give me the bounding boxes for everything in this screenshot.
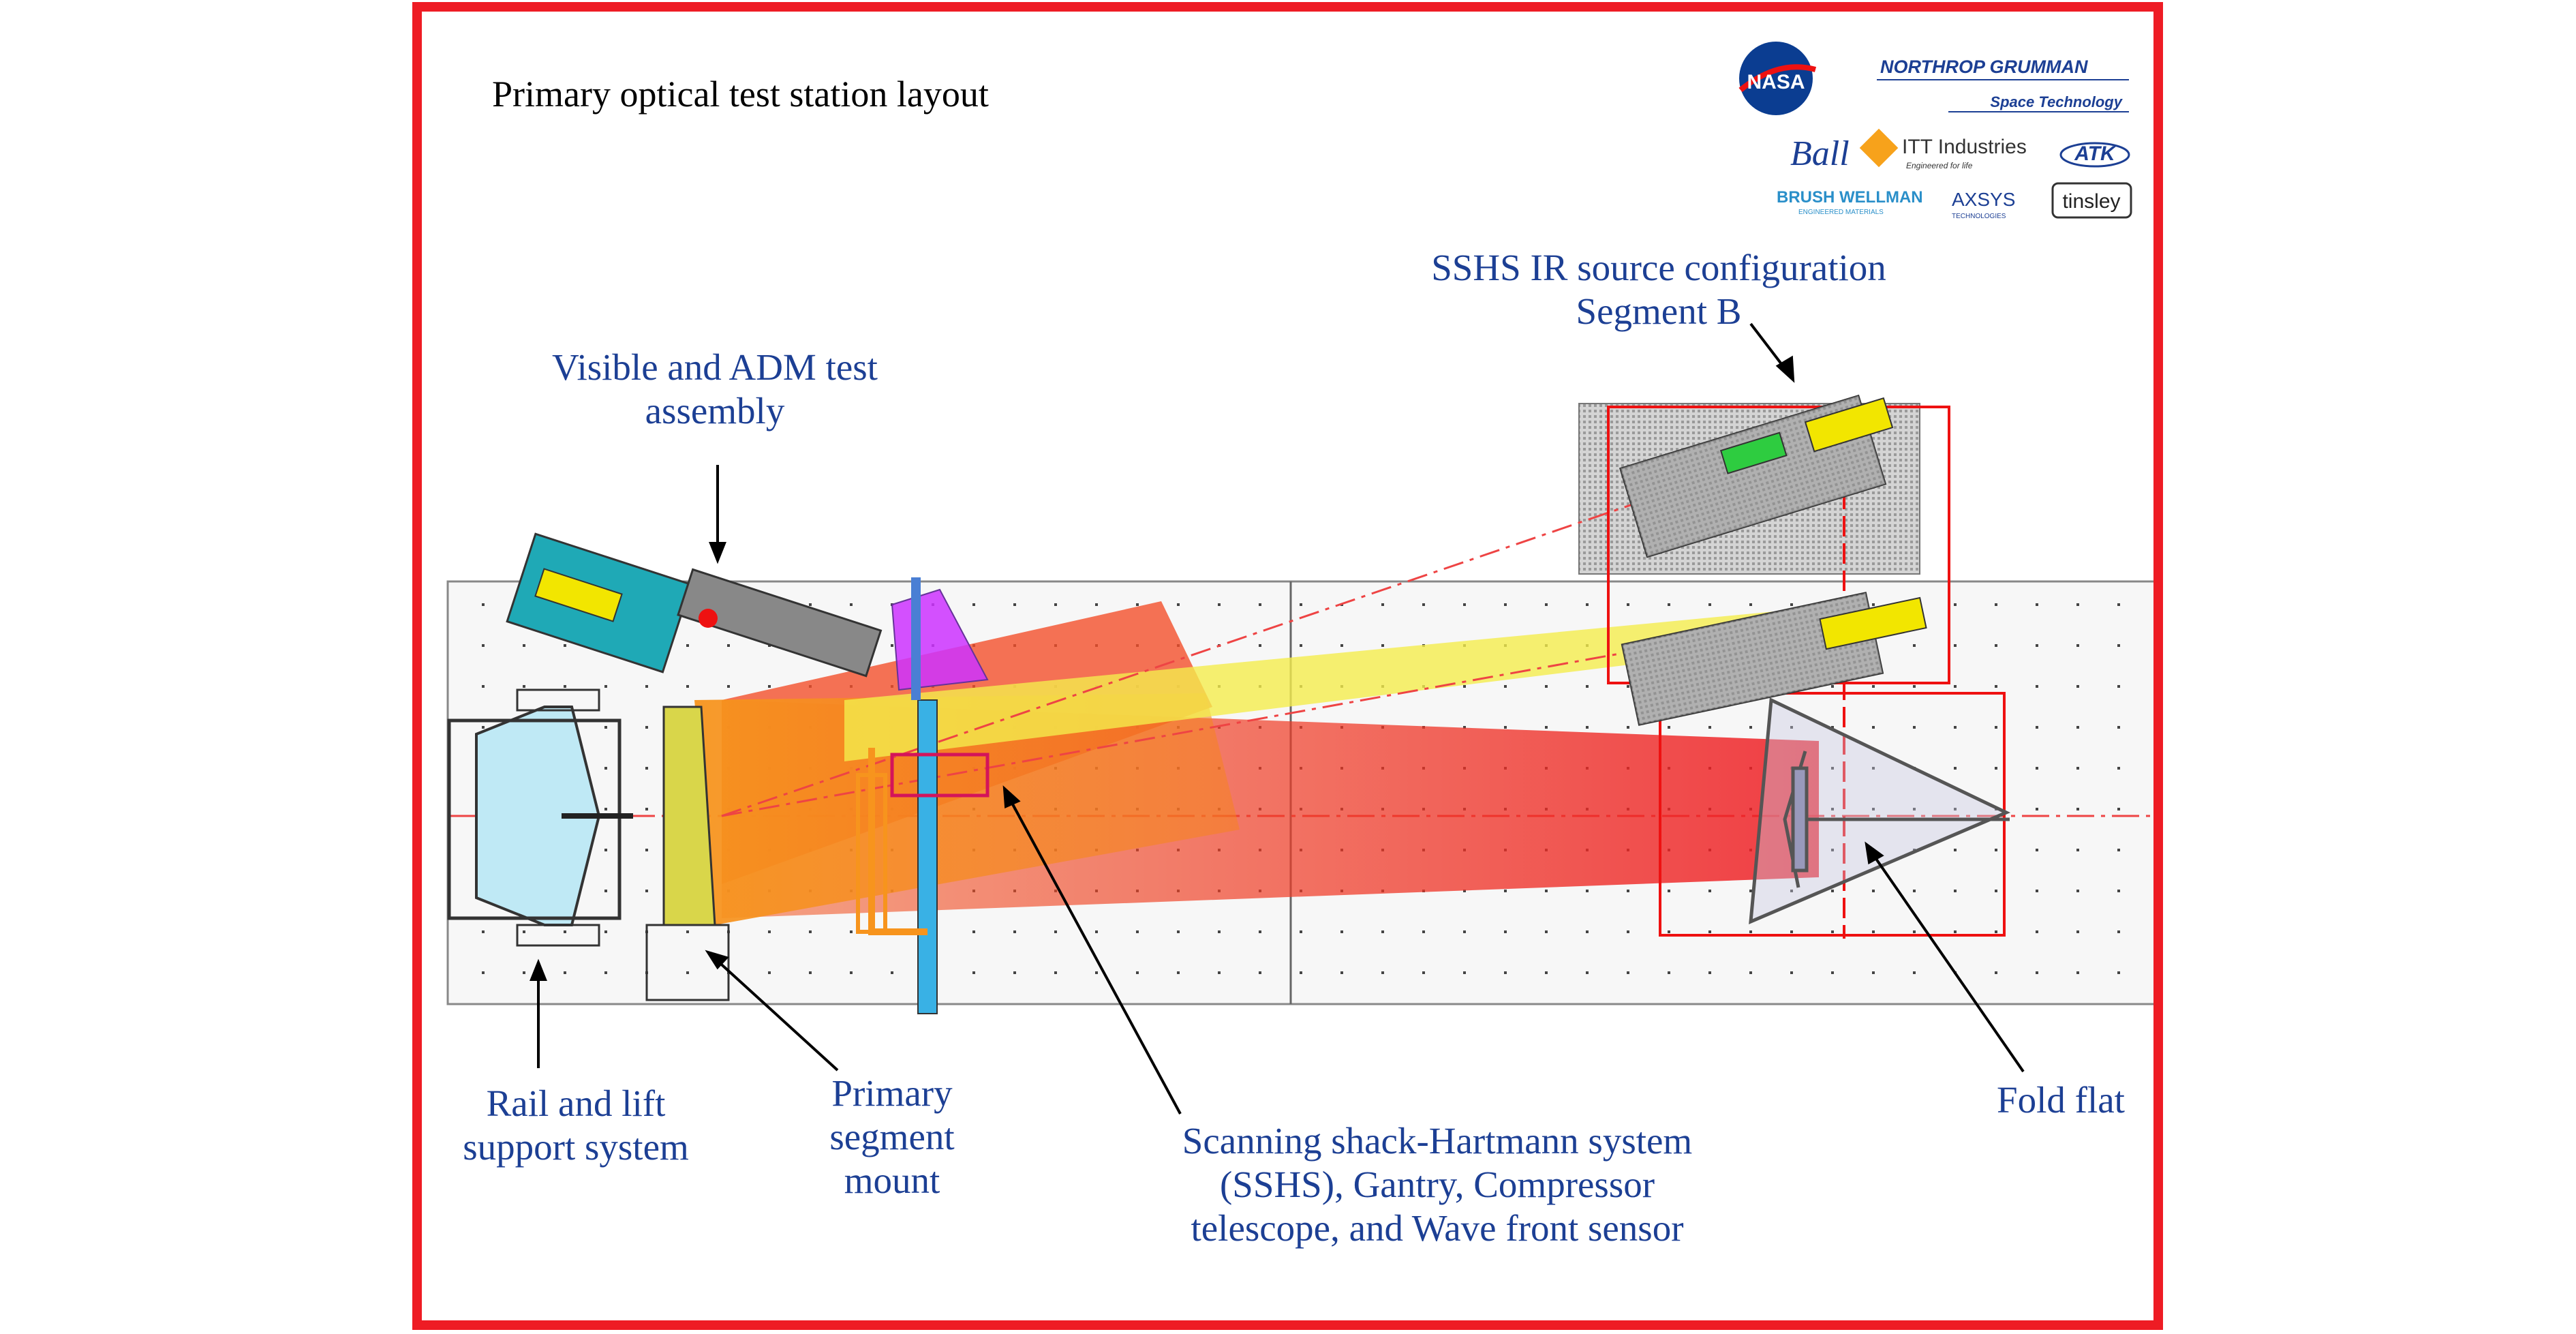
svg-text:NASA: NASA	[1747, 71, 1805, 93]
nasa-logo	[1739, 42, 1813, 115]
northrop-logo: NORTHROP GRUMMAN	[1880, 57, 2088, 77]
ball-logo: Ball	[1790, 134, 1850, 173]
compressor-telescope	[891, 577, 989, 700]
svg-text:tinsley: tinsley	[2062, 190, 2120, 213]
svg-text:ENGINEERED MATERIALS: ENGINEERED MATERIALS	[1798, 209, 1884, 216]
light-beams	[694, 453, 1819, 925]
slide-frame: NASA NORTHROP GRUMMAN Space Technology B…	[412, 2, 2163, 1330]
label-fold-flat: Fold flat	[1997, 1079, 2125, 1121]
tinsley-logo	[2051, 182, 2132, 219]
arrow-sshs	[1007, 795, 1182, 1115]
arrow-fold-flat	[1869, 849, 2025, 1073]
fold-flat-assembly	[1749, 697, 2011, 924]
partner-logos: NASA NORTHROP GRUMMAN Space Technology B…	[1738, 42, 2132, 220]
label-primary-mount: Primary segment mount	[829, 1072, 955, 1201]
svg-text:TECHNOLOGIES: TECHNOLOGIES	[1952, 213, 2006, 220]
ir-source-units	[1619, 394, 1927, 726]
optical-layout-drawing: NASA NORTHROP GRUMMAN Space Technology B…	[446, 42, 2153, 1115]
callout-arrows	[530, 322, 2025, 1115]
page-title: Primary optical test station layout	[492, 74, 989, 115]
svg-text:Engineered for life: Engineered for life	[1906, 161, 1973, 170]
label-rail-lift: Rail and lift support system	[463, 1082, 689, 1168]
label-ssh-ir-source: SSHS IR source configuration Segment B	[1431, 247, 1886, 332]
atk-logo: ATK	[2074, 142, 2117, 165]
itt-logo-mark	[1859, 128, 1899, 168]
itt-logo: ITT Industries	[1902, 136, 2027, 158]
primary-segment-mount	[447, 688, 730, 1001]
svg-text:Space Technology: Space Technology	[1990, 93, 2123, 110]
arrow-primary-mount	[707, 951, 839, 1072]
label-visible-adm: Visible and ADM test assembly	[552, 346, 878, 431]
brush-wellman-logo: BRUSH WELLMAN	[1777, 188, 1923, 207]
label-sshs: Scanning shack-Hartmann system (SSHS), G…	[1182, 1120, 1693, 1249]
gantry	[856, 699, 990, 1014]
visible-adm-assembly	[506, 532, 883, 678]
axsys-logo: AXSYS	[1952, 189, 2015, 210]
